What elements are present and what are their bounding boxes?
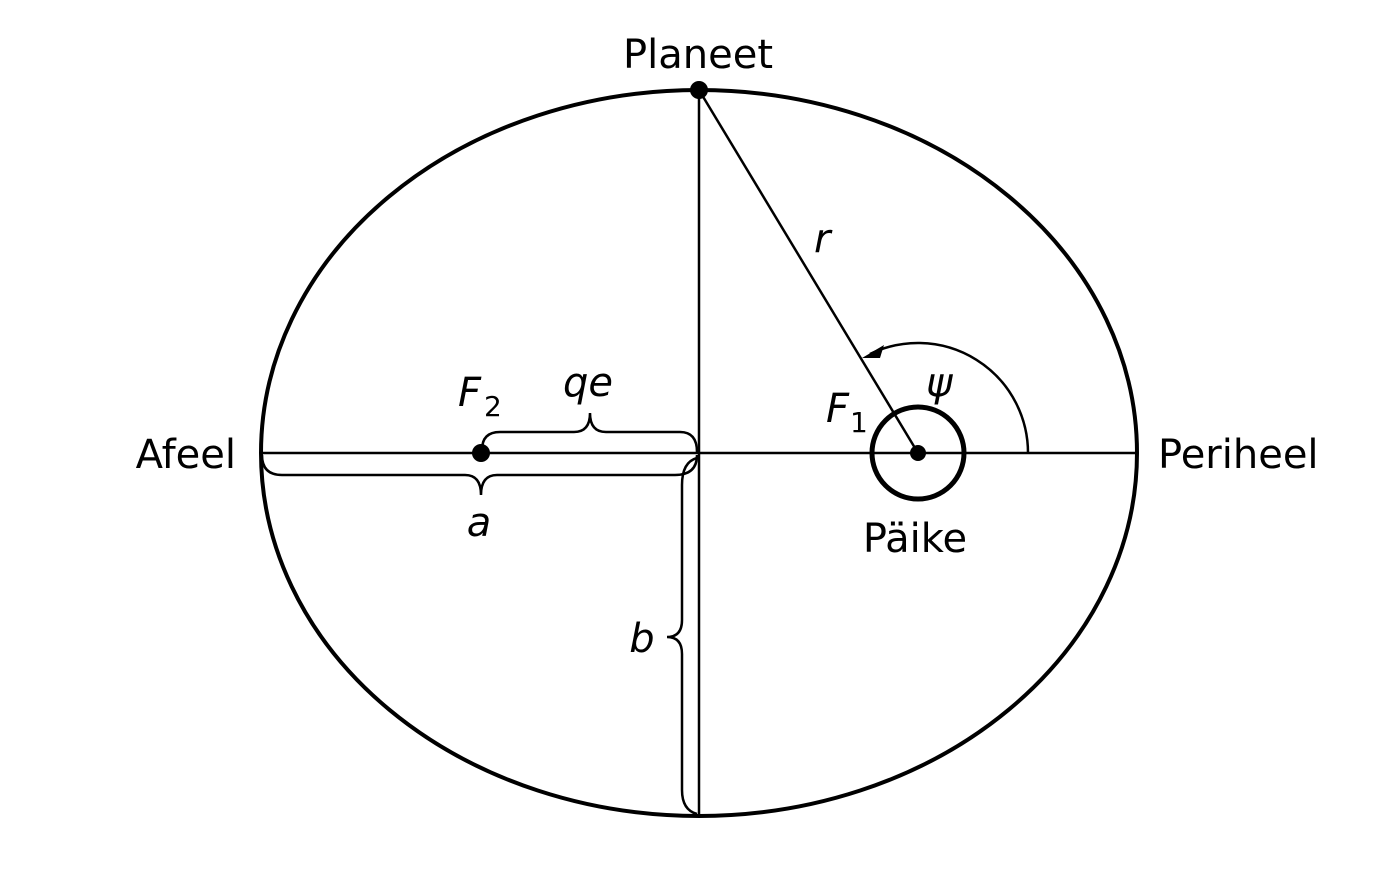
planet-label: Planeet xyxy=(623,32,773,78)
f1-label: F xyxy=(826,386,850,432)
aphelion-label: Afeel xyxy=(136,432,236,478)
perihelion-label: Periheel xyxy=(1158,432,1319,478)
b-label: b xyxy=(629,616,654,662)
b-brace xyxy=(666,456,698,816)
sun-circle xyxy=(869,404,967,502)
f1-subscript: 1 xyxy=(850,406,868,439)
f2-subscript: 2 xyxy=(484,390,502,423)
angle-arrowhead xyxy=(862,345,884,358)
a-brace xyxy=(260,454,699,496)
qe-brace xyxy=(480,412,699,453)
qe-label: qe xyxy=(563,360,613,406)
planet-dot xyxy=(690,81,708,99)
angle-psi-arc xyxy=(869,341,1030,454)
radius-vector-r xyxy=(697,89,920,454)
focus-f2-dot xyxy=(472,444,490,462)
a-label: a xyxy=(467,500,492,546)
f2-label: F xyxy=(458,370,482,416)
sun-label: Päike xyxy=(863,516,967,562)
focus-f1-dot xyxy=(910,445,926,461)
psi-label: ψ xyxy=(926,360,954,406)
r-label: r xyxy=(814,216,833,262)
